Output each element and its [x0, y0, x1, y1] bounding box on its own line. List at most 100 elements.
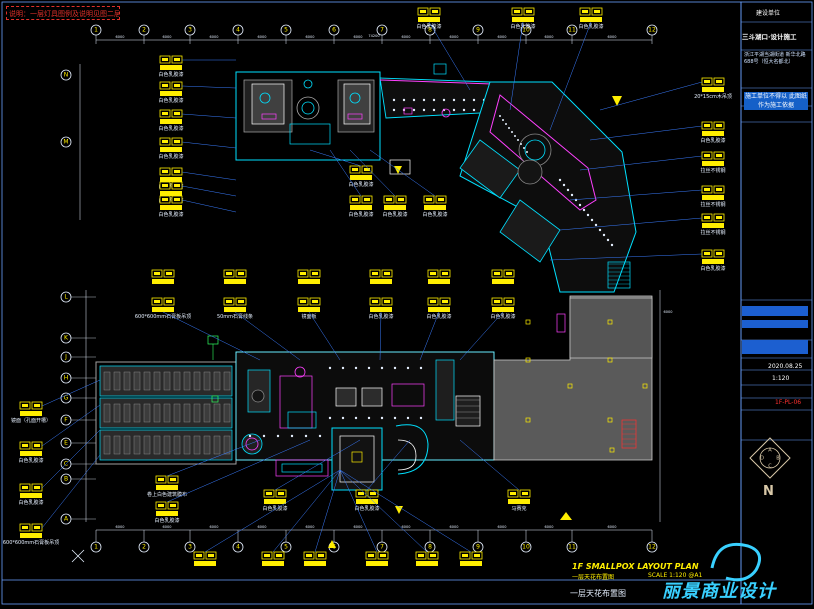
drawing-number: 1F-PL-06: [775, 399, 802, 406]
ceiling-grid-cell: [213, 435, 221, 455]
wing-room: [499, 199, 561, 263]
downlight: [606, 238, 610, 242]
ceiling-grid-cell: [123, 371, 131, 391]
stair: [607, 261, 631, 289]
tag-fill: [174, 84, 180, 87]
round-ceiling-inner: [245, 437, 259, 451]
downlight: [349, 92, 361, 104]
tag-fill: [226, 300, 232, 303]
column-marker: [609, 447, 615, 453]
downlight: [610, 243, 614, 247]
ceiling-grid-cell: [193, 435, 201, 455]
material-label-upper-center: 白色乳胶漆: [348, 181, 373, 188]
dimension-text: 6000: [498, 525, 507, 529]
downlight: [574, 198, 578, 202]
tag-bar: [298, 279, 320, 284]
tag-fill: [162, 198, 168, 201]
plan-subtitle: 一层天花布置图: [572, 574, 615, 581]
leader-line: [181, 171, 237, 181]
tag-fill: [384, 272, 390, 275]
downlight: [558, 178, 562, 182]
tag-bar: [160, 65, 182, 70]
dimension-text: 6000: [354, 525, 363, 529]
grid-label: M: [63, 139, 68, 146]
leader-line: [181, 185, 237, 197]
tag-fill: [22, 486, 28, 489]
tag-fill: [594, 10, 600, 13]
tag-fill: [442, 300, 448, 303]
downlight: [590, 218, 594, 222]
tag-bar: [156, 485, 178, 490]
downlight: [570, 193, 574, 197]
tag-fill: [174, 198, 180, 201]
marker-green: [207, 335, 219, 345]
project-name: 三斗湖口·设计施工: [742, 33, 797, 41]
tag-fill: [162, 170, 168, 173]
marker-green: [211, 395, 219, 403]
lower-room-inner: [287, 411, 317, 429]
tag-fill: [312, 272, 318, 275]
tag-bar: [428, 279, 450, 284]
leader-line: [459, 439, 520, 491]
downlight: [380, 416, 384, 420]
grid-label: G: [64, 395, 69, 402]
tag-bar: [350, 205, 372, 210]
tag-bar: [702, 161, 724, 166]
leader-line: [349, 149, 396, 197]
dimension-text: 6000: [306, 35, 315, 39]
dimension-text: 6000: [163, 35, 172, 39]
tag-fill: [162, 112, 168, 115]
tag-fill: [506, 300, 512, 303]
material-label-upper-center: 白色乳胶漆: [348, 211, 373, 218]
grid-label: 9: [476, 544, 480, 551]
leader-line: [204, 469, 341, 553]
grid-label: 12: [648, 27, 656, 34]
grid-label: 4: [236, 27, 240, 34]
material-label-upper-left: 白色乳胶漆: [158, 71, 183, 78]
downlight: [367, 366, 371, 370]
tag-bar: [20, 533, 42, 538]
tag-bar: [492, 279, 514, 284]
dimension-text: 6000: [163, 525, 172, 529]
material-label-middle: 50mm石膏线条: [217, 313, 253, 320]
ceiling-grid-cell: [163, 371, 171, 391]
material-label-middle: 镜面板: [301, 313, 316, 320]
tag-fill: [154, 272, 160, 275]
downlight: [259, 92, 271, 104]
leader-line: [428, 21, 471, 91]
tag-fill: [430, 272, 436, 275]
leader-line: [234, 311, 301, 361]
ceiling-grid-cell: [213, 403, 221, 423]
grid-bubble: [60, 136, 72, 148]
downlight: [367, 416, 371, 420]
tag-bar: [304, 561, 326, 566]
tag-bar: [702, 195, 724, 200]
reception-ceiling: [275, 459, 329, 477]
tag-fill: [352, 168, 358, 171]
wing-room: [459, 139, 521, 199]
tag-fill: [494, 300, 500, 303]
tag-fill: [430, 300, 436, 303]
tag-fill: [716, 216, 722, 219]
tag-bar: [492, 307, 514, 312]
tag-fill: [704, 252, 710, 255]
exit-sign: [612, 96, 622, 106]
tag-bar: [366, 561, 388, 566]
downlight: [328, 416, 332, 420]
tag-fill: [384, 300, 390, 303]
tag-fill: [432, 10, 438, 13]
ceiling-grid-cell: [223, 403, 231, 423]
tag-fill: [704, 188, 710, 191]
column-marker: [525, 417, 531, 423]
material-label-left: 白色乳胶漆: [18, 499, 43, 506]
grid-label: 5: [284, 544, 288, 551]
material-label-left: 600*600mm石膏板吊顶: [3, 539, 59, 546]
dimension-text: 6000: [545, 35, 554, 39]
downlight: [393, 416, 397, 420]
dimension-text: 6000: [608, 35, 617, 39]
downlight: [303, 79, 313, 89]
entrance-light: [351, 451, 363, 463]
tag-fill: [704, 124, 710, 127]
dimension-text: 6000: [402, 525, 411, 529]
tag-fill: [278, 492, 284, 495]
